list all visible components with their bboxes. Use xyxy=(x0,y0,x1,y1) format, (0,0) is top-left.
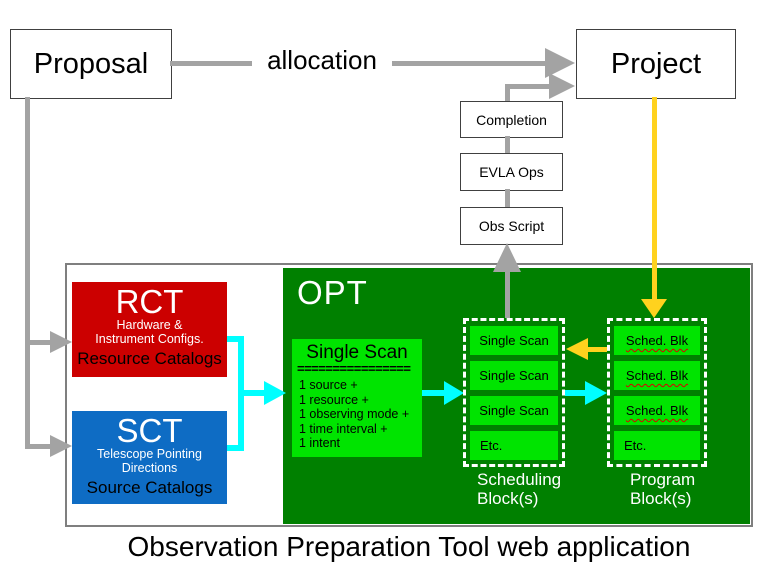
project-label: Project xyxy=(610,47,702,80)
catalogs-opt-arrowhead-icon xyxy=(264,381,286,405)
proposal-node: Proposal xyxy=(10,29,172,99)
program-block-item: Sched. Blk xyxy=(614,396,700,425)
sct-footer: Source Catalogs xyxy=(86,478,213,497)
sched-obsscript-stem xyxy=(505,272,510,318)
single-scan-item: 1 intent xyxy=(299,436,341,450)
obs-script-node: Obs Script xyxy=(460,207,563,245)
rct-arrowhead-icon xyxy=(50,331,72,353)
single-scan-item: 1 time interval + xyxy=(299,421,388,436)
proposal-catalogs-line-v xyxy=(25,97,30,447)
sched-prog-arrowhead-icon xyxy=(585,381,607,405)
scheduling-block-item: Single Scan xyxy=(470,396,558,425)
single-scan-list: 1 source + 1 resource + 1 observing mode… xyxy=(292,378,422,451)
singlescan-sched-arrowhead-icon xyxy=(444,381,464,405)
completion-project-elbow-v xyxy=(505,84,510,101)
allocation-line-left xyxy=(170,61,252,66)
scheduling-block-container: Single Scan Single Scan Single Scan Etc. xyxy=(463,318,565,467)
proposal-label: Proposal xyxy=(33,47,149,80)
rct-node: RCT Hardware & Instrument Configs. Resou… xyxy=(72,282,227,377)
program-block-item-etc: Etc. xyxy=(614,431,700,460)
completion-node: Completion xyxy=(460,101,563,138)
proposal-rct-line-h xyxy=(25,340,50,345)
sched-obsscript-arrowhead-icon xyxy=(493,243,521,272)
program-block-label: Program Block(s) xyxy=(630,470,696,508)
completion-label: Completion xyxy=(476,111,547,128)
project-prog-arrowhead-icon xyxy=(641,299,667,318)
catalogs-opt-cyan-stem xyxy=(238,390,266,396)
connector-evla-obs xyxy=(505,189,510,207)
singlescan-sched-cyan-stem xyxy=(422,390,444,396)
evla-ops-node: EVLA Ops xyxy=(460,153,563,191)
prog-sched-arrowhead-icon xyxy=(566,338,588,360)
single-scan-item: 1 source + xyxy=(299,378,358,392)
sct-title: SCT xyxy=(116,412,183,449)
evla-ops-label: EVLA Ops xyxy=(479,164,544,180)
proposal-sct-line-h xyxy=(25,444,50,449)
scheduling-block-item: Single Scan xyxy=(470,361,558,390)
single-scan-item: 1 resource + xyxy=(299,392,369,407)
obs-script-label: Obs Script xyxy=(478,218,545,234)
opt-title: OPT xyxy=(297,274,368,311)
completion-project-elbow-h xyxy=(505,84,549,89)
rct-cyan-line xyxy=(227,336,243,342)
program-block-item: Sched. Blk xyxy=(614,326,700,355)
completion-project-arrowhead-icon xyxy=(549,73,575,99)
rct-title: RCT xyxy=(115,283,184,320)
scheduling-block-item-etc: Etc. xyxy=(470,431,558,460)
connector-completion-evla xyxy=(505,136,510,153)
scheduling-block-item: Single Scan xyxy=(470,326,558,355)
rct-subtitle: Hardware & Instrument Configs. xyxy=(95,318,204,346)
project-prog-yellow-stem xyxy=(652,97,657,299)
allocation-line-right xyxy=(392,61,545,66)
sched-prog-cyan-stem xyxy=(565,390,585,396)
scheduling-block-label: Scheduling Block(s) xyxy=(477,470,562,508)
single-scan-title: Single Scan xyxy=(306,342,408,363)
sct-arrowhead-icon xyxy=(50,435,72,457)
single-scan-divider: ================ xyxy=(297,364,411,374)
project-node: Project xyxy=(576,29,736,99)
allocation-label: allocation xyxy=(267,45,377,75)
sct-cyan-line xyxy=(227,445,243,451)
program-block-item: Sched. Blk xyxy=(614,361,700,390)
program-block-container: Sched. Blk Sched. Blk Sched. Blk Etc. xyxy=(607,318,707,467)
sct-node: SCT Telescope Pointing Directions Source… xyxy=(72,411,227,504)
single-scan-node: Single Scan ================ 1 source + … xyxy=(292,339,422,457)
sct-subtitle: Telescope Pointing Directions xyxy=(97,447,202,475)
prog-sched-yellow-stem xyxy=(586,347,607,352)
single-scan-item: 1 observing mode + xyxy=(299,407,410,421)
diagram-caption: Observation Preparation Tool web applica… xyxy=(127,531,691,562)
rct-footer: Resource Catalogs xyxy=(77,349,222,368)
